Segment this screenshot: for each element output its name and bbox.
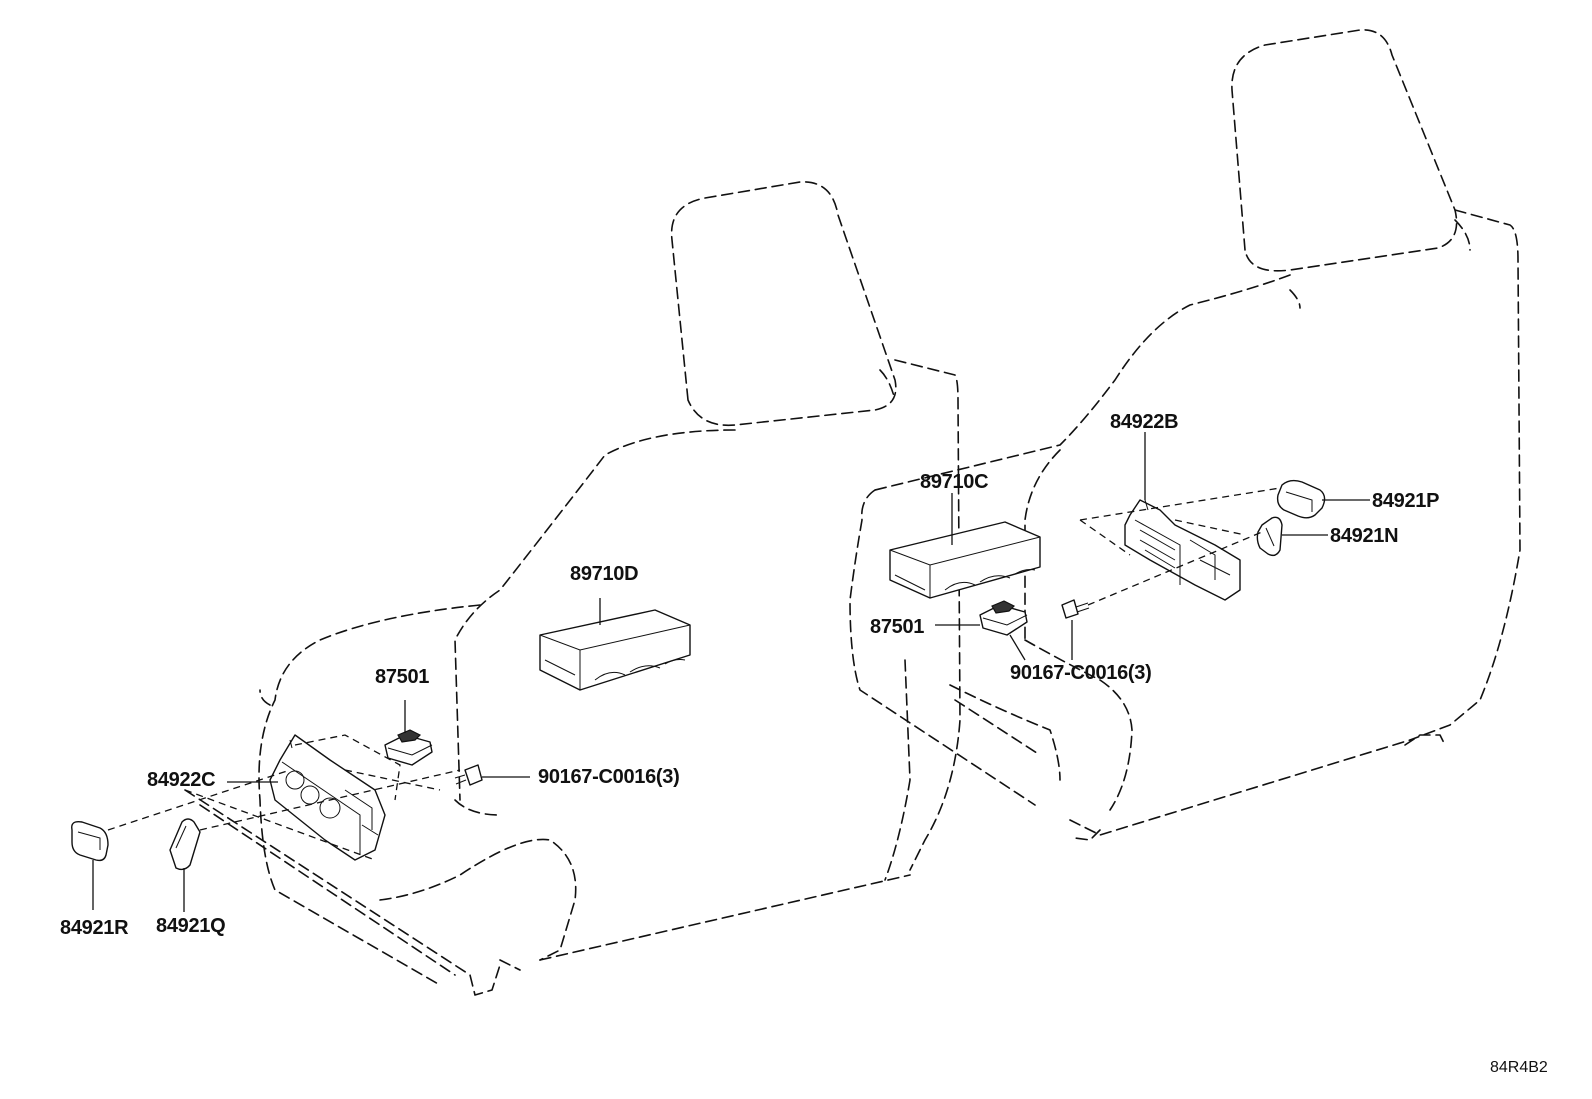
part-87501-right-sensor[interactable] (979, 600, 1028, 636)
part-90167-right-screw[interactable] (1061, 599, 1090, 619)
figure-code: 84R4B2 (1490, 1059, 1548, 1076)
right-seat-outline (849, 29, 1521, 881)
label-84921Q: 84921Q (156, 915, 225, 937)
part-labels: 89710D 87501 84922C 90167-C0016(3) 84921… (60, 411, 1548, 1076)
label-84921P: 84921P (1372, 490, 1439, 512)
assembly-line-left-a (107, 769, 291, 831)
part-84921R-knob[interactable] (71, 820, 109, 862)
label-84922C: 84922C (147, 769, 215, 791)
label-89710C: 89710C (920, 471, 988, 493)
assembly-line-left-c (294, 734, 401, 801)
left-seat-outline (184, 181, 961, 996)
label-90167-left: 90167-C0016(3) (538, 766, 679, 788)
label-84922B: 84922B (1110, 411, 1178, 433)
part-84921Q-knob[interactable] (169, 818, 201, 871)
part-84922B-switch[interactable] (1124, 499, 1241, 601)
part-84921P-knob[interactable] (1276, 479, 1326, 519)
label-89710D: 89710D (570, 563, 638, 585)
assembly-line-right-b (1079, 519, 1131, 556)
label-84921R: 84921R (60, 917, 129, 939)
part-90167-left-screw[interactable] (454, 764, 483, 786)
part-89710C-module[interactable] (889, 521, 1041, 599)
leader-lines (92, 432, 1370, 912)
part-84921N-knob[interactable] (1256, 516, 1283, 557)
label-90167-right: 90167-C0016(3) (1010, 662, 1151, 684)
part-84922C-switch[interactable] (269, 734, 386, 861)
assembly-line-right-a (1079, 487, 1281, 521)
part-87501-left-sensor[interactable] (384, 729, 433, 766)
label-87501-right: 87501 (870, 616, 924, 638)
label-84921N: 84921N (1330, 525, 1398, 547)
assembly-line-left-d (184, 789, 376, 861)
assembly-line-left-b (199, 769, 461, 831)
assembly-line-right-c (1087, 531, 1263, 606)
part-89710D-module[interactable] (539, 609, 691, 691)
assembly-line-left-e (344, 769, 441, 791)
label-87501-left: 87501 (375, 666, 429, 688)
